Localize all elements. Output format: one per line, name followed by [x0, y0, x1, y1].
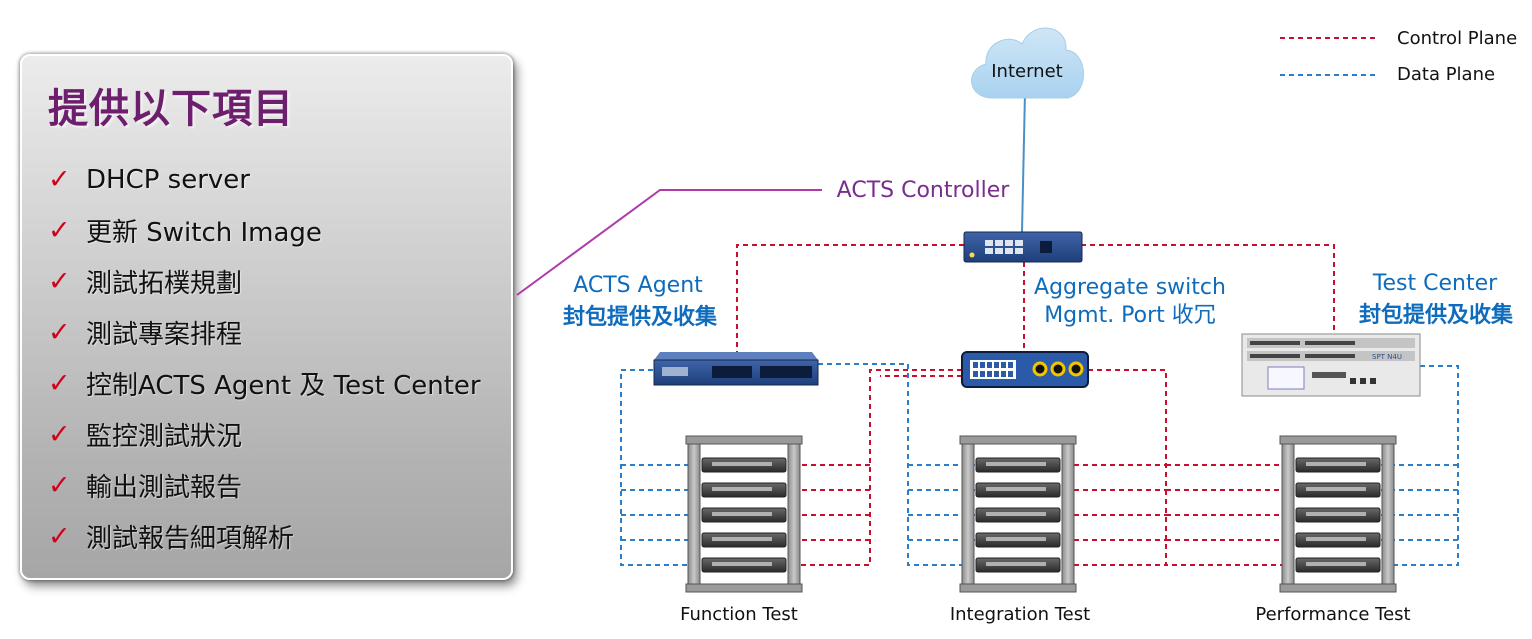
- rack-switch-icon: [975, 457, 1061, 473]
- rack-switch-icon: [1295, 557, 1381, 573]
- test-center-device-text: SPT N4U: [1372, 353, 1402, 361]
- feature-list: ✓ DHCP server ✓ 更新 Switch Image ✓ 測試拓樸規劃 ✓ 測試專案…: [48, 154, 481, 562]
- feature-item: ✓ 控制ACTS Agent 及 Test Center: [48, 358, 481, 409]
- test-center-label-line1: Test Center: [1372, 271, 1498, 296]
- panel-title: 提供以下項目: [48, 86, 294, 132]
- rack-switch-icon: [701, 507, 787, 523]
- feature-text: 更新 Switch Image: [86, 218, 322, 248]
- feature-text: 測試拓樸規劃: [86, 269, 243, 299]
- performance-test-rack: [1279, 435, 1397, 593]
- legend-control-label: Control Plane: [1397, 28, 1517, 49]
- rack-switch-icon: [1295, 457, 1381, 473]
- check-icon: ✓: [48, 470, 71, 501]
- agent-device-icon: [653, 352, 819, 386]
- integration-test-rack: [959, 435, 1077, 593]
- check-icon: ✓: [48, 164, 71, 195]
- feature-text: 監控測試狀況: [86, 422, 243, 452]
- feature-text: 測試報告細項解析: [86, 524, 295, 554]
- rack-switch-icon: [701, 482, 787, 498]
- feature-item: ✓ 更新 Switch Image: [48, 205, 481, 256]
- rack-switch-icon: [1295, 532, 1381, 548]
- feature-item: ✓ 輸出測試報告: [48, 460, 481, 511]
- feature-item: ✓ 測試報告細項解析: [48, 511, 481, 562]
- feature-item: ✓ 監控測試狀況: [48, 409, 481, 460]
- aggregate-label-line2: Mgmt. Port 收冗: [1044, 303, 1216, 328]
- rack-switch-icon: [1295, 482, 1381, 498]
- rack-switch-icon: [975, 557, 1061, 573]
- feature-text: DHCP server: [86, 164, 250, 195]
- rack-switch-icon: [701, 457, 787, 473]
- feature-text: 測試專案排程: [86, 320, 243, 350]
- aggregate-switch-icon: [961, 351, 1089, 388]
- check-icon: ✓: [48, 521, 71, 552]
- feature-item: ✓ 測試拓樸規劃: [48, 256, 481, 307]
- test-center-device-icon: SPT N4U: [1241, 333, 1421, 397]
- check-icon: ✓: [48, 215, 71, 246]
- check-icon: ✓: [48, 419, 71, 450]
- feature-text: 輸出測試報告: [86, 473, 243, 503]
- function-test-label: Function Test: [680, 604, 798, 625]
- controller-connector: [516, 189, 822, 296]
- performance-test-label: Performance Test: [1255, 604, 1410, 625]
- aggregate-label-line1: Aggregate switch: [1034, 275, 1226, 300]
- feature-text: 控制ACTS Agent 及 Test Center: [86, 371, 481, 401]
- rack-switch-icon: [975, 507, 1061, 523]
- rack-switch-icon: [1295, 507, 1381, 523]
- controller-device-icon: [963, 231, 1083, 263]
- agent-label-line2: 封包提供及收集: [563, 304, 718, 330]
- check-icon: ✓: [48, 317, 71, 348]
- rack-switch-icon: [975, 532, 1061, 548]
- control-plane-links: [736, 244, 1335, 566]
- rack-switch-icon: [701, 532, 787, 548]
- controller-label: ACTS Controller: [837, 178, 1011, 203]
- feature-panel: 提供以下項目 ✓ DHCP server ✓ 更新 Switch Image ✓ 測試拓樸…: [20, 54, 513, 580]
- function-test-rack: [685, 435, 803, 593]
- test-center-label-line2: 封包提供及收集: [1359, 302, 1514, 328]
- agent-label-line1: ACTS Agent: [573, 273, 703, 298]
- rack-switch-icon: [975, 482, 1061, 498]
- rack-switch-icon: [701, 557, 787, 573]
- legend-data-label: Data Plane: [1397, 64, 1495, 85]
- internet-cloud-icon: [971, 27, 1084, 99]
- check-icon: ✓: [48, 266, 71, 297]
- internet-label: Internet: [991, 61, 1062, 82]
- feature-item: ✓ 測試專案排程: [48, 307, 481, 358]
- integration-test-label: Integration Test: [950, 604, 1090, 625]
- internet-uplink: [1021, 91, 1026, 233]
- check-icon: ✓: [48, 368, 71, 399]
- feature-item: ✓ DHCP server: [48, 154, 481, 205]
